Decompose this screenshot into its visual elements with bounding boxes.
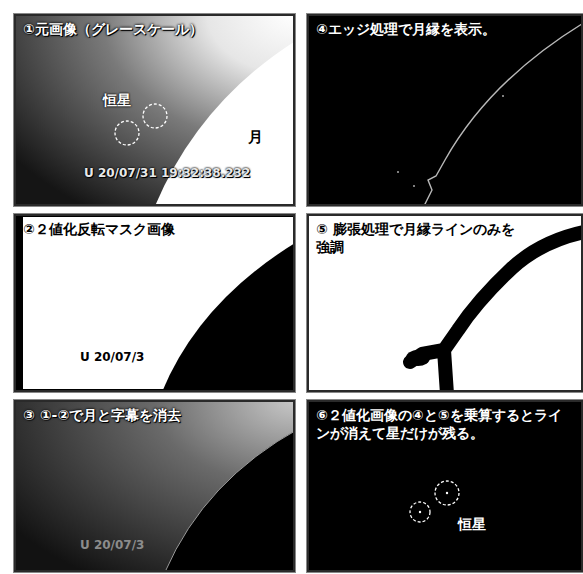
star-label: 恒星 [103,92,131,110]
panel-caption: ②２値化反転マスク画像 [16,216,291,244]
timestamp: U 20/07/31 19:32:38.232 [84,166,250,180]
moon-label: 月 [248,128,263,147]
image-panel: ③ ①-②で月と字幕を消去 [14,400,295,572]
panel-caption: ①元画像（グレースケール） [16,16,291,44]
original-image [14,14,295,206]
image-panel: ⑥２値化画像の④と⑤を乗算するとラインが消えて星だけが残る。 [307,400,583,572]
mask-image [14,214,295,392]
panel-caption: ④エッジ処理で月縁を表示。 [309,16,579,44]
dilated-image [307,214,583,392]
panel-caption: ⑥２値化画像の④と⑤を乗算するとラインが消えて星だけが残る。 [309,402,581,447]
star-label: 恒星 [458,516,486,534]
image-panel: ②２値化反転マスク画像 [14,214,295,392]
subtracted-image [14,400,295,572]
image-panel: ⑤ 膨張処理で月縁ラインのみを 強調 [307,214,583,392]
timestamp: U 20/07/3 [80,538,144,552]
panel-caption: ⑤ 膨張処理で月縁ラインのみを 強調 [309,216,537,261]
edge-image [307,14,583,206]
timestamp: U 20/07/3 [80,350,144,364]
result-image [307,400,583,572]
image-panel: ④エッジ処理で月縁を表示。 [307,14,583,206]
panel-caption: ③ ①-②で月と字幕を消去 [16,402,291,430]
